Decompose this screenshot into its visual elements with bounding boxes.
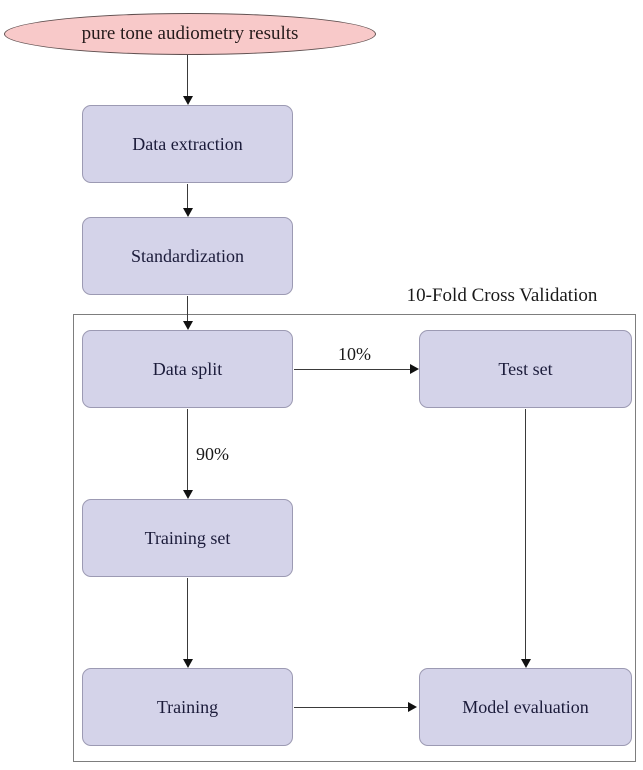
arrow-training-set-to-training-head (183, 659, 193, 668)
node-data-split: Data split (82, 330, 293, 408)
node-source: pure tone audiometry results (4, 13, 376, 55)
node-model-evaluation: Model evaluation (419, 668, 632, 746)
node-test-set-label: Test set (498, 358, 553, 379)
edge-label-10-percent: 10% (338, 344, 371, 364)
cross-validation-title: 10-Fold Cross Validation (406, 285, 598, 306)
arrow-split-to-test-head (410, 364, 419, 374)
arrow-source-to-extraction-head (183, 96, 193, 105)
node-data-split-label: Data split (152, 358, 223, 379)
arrow-split-to-training-set-line (187, 409, 188, 490)
node-training: Training (82, 668, 293, 746)
arrow-split-to-test-line (294, 369, 411, 370)
node-training-set-label: Training set (144, 527, 231, 548)
node-data-extraction: Data extraction (82, 105, 293, 183)
node-data-extraction-label: Data extraction (132, 133, 243, 154)
node-test-set: Test set (419, 330, 632, 408)
cross-validation-container (73, 314, 636, 762)
arrow-training-to-evaluation-head (408, 702, 417, 712)
node-model-evaluation-label: Model evaluation (462, 696, 589, 717)
arrow-standardization-to-split-head (183, 321, 193, 330)
node-standardization: Standardization (82, 217, 293, 295)
arrow-standardization-to-split-line (187, 296, 188, 321)
node-training-set: Training set (82, 499, 293, 577)
arrow-test-to-evaluation-head (521, 659, 531, 668)
node-standardization-label: Standardization (131, 245, 244, 266)
node-training-label: Training (156, 696, 219, 717)
arrow-test-to-evaluation-line (525, 409, 526, 659)
arrow-training-set-to-training-line (187, 578, 188, 659)
arrow-split-to-training-set-head (183, 490, 193, 499)
node-source-label: pure tone audiometry results (81, 23, 299, 44)
edge-label-90-percent: 90% (196, 444, 229, 464)
arrow-extraction-to-standardization-head (183, 208, 193, 217)
arrow-extraction-to-standardization-line (187, 184, 188, 208)
arrow-training-to-evaluation-line (294, 707, 409, 708)
arrow-source-to-extraction-line (187, 55, 188, 96)
